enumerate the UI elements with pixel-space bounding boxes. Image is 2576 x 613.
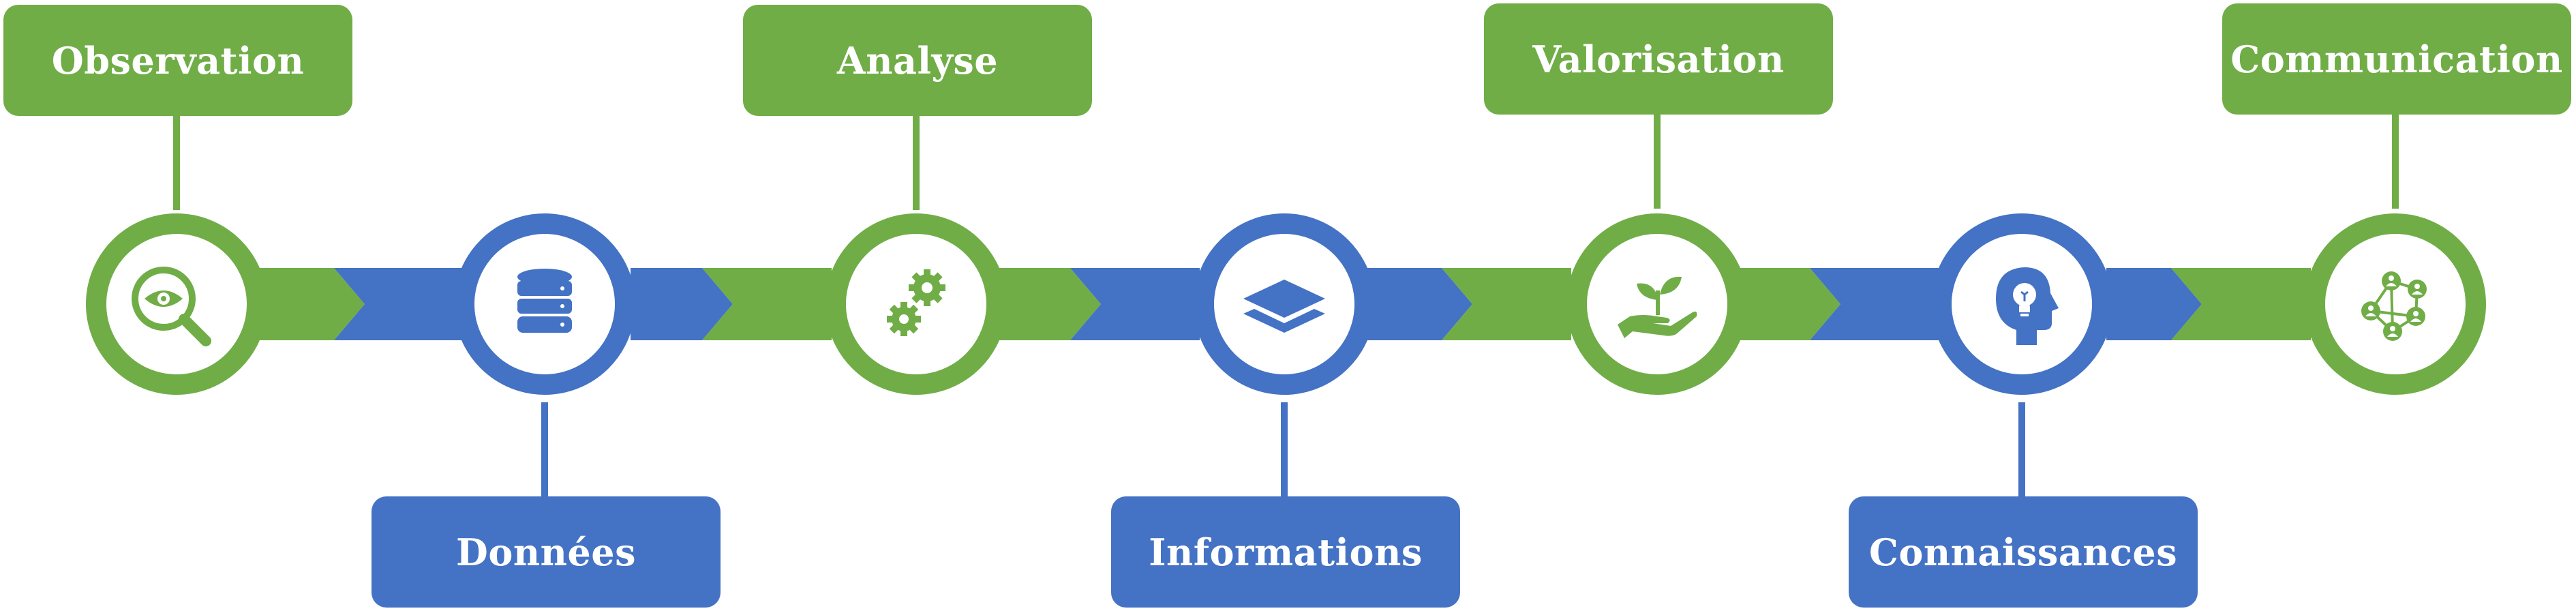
process-arrow [1738, 268, 1840, 340]
connector-line [541, 402, 548, 496]
database-icon [517, 269, 572, 333]
layers-icon [1243, 280, 1325, 333]
head-lightbulb-icon [1996, 267, 2059, 345]
process-arrow [1810, 268, 1939, 340]
step-circle [825, 213, 1007, 395]
connector-line [913, 116, 920, 210]
step-label-communication: Communication [2222, 3, 2571, 115]
gears-icon [887, 269, 945, 336]
connector-line [2392, 115, 2399, 209]
connector-line [1281, 402, 1288, 496]
step-label-valorisation: Valorisation [1484, 3, 1833, 115]
hand-plant-icon [1618, 276, 1697, 338]
connector-line [173, 116, 180, 210]
connector-line [2018, 402, 2025, 496]
step-label-connaissances: Connaissances [1849, 496, 2198, 608]
step-circle [86, 213, 267, 395]
process-arrow [1442, 268, 1571, 340]
step-label-observation: Observation [3, 5, 352, 116]
process-arrow [1070, 268, 1200, 340]
connector-line [1654, 115, 1661, 209]
step-label-donnees: Données [372, 496, 721, 608]
step-label-analyse: Analyse [743, 5, 1092, 116]
process-arrows [259, 268, 2311, 340]
process-arrow [259, 268, 365, 340]
process-arrow [2171, 268, 2311, 340]
process-arrow [999, 268, 1101, 340]
step-label-informations: Informations [1111, 496, 1460, 608]
process-arrow [2106, 268, 2202, 340]
process-arrow [1367, 268, 1472, 340]
process-arrow [334, 268, 464, 340]
network-people-icon [2361, 271, 2427, 341]
process-arrow [631, 268, 733, 340]
eye-magnifier-icon [132, 267, 211, 346]
step-circles [86, 213, 2486, 395]
step-circle [2305, 213, 2486, 395]
process-arrow [702, 268, 832, 340]
